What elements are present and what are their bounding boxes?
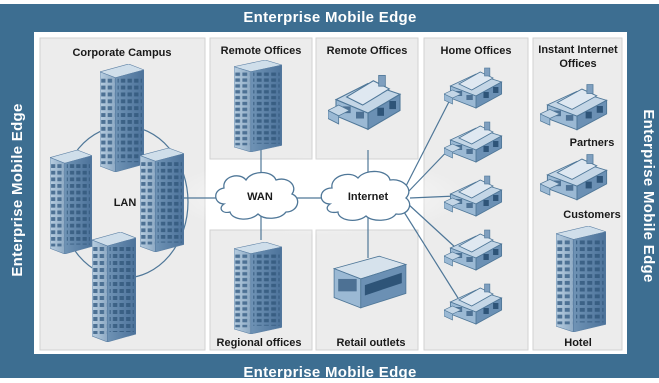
internet-cloud: Internet [320, 170, 411, 222]
panel-title-home-offices: Home Offices [441, 45, 512, 57]
panel-title-corporate-campus: Corporate Campus [72, 47, 171, 59]
band-label-bottom: Enterprise Mobile Edge [243, 364, 416, 378]
campus-tower-top [100, 64, 144, 172]
band-label-left: Enterprise Mobile Edge [9, 103, 26, 276]
panel-title-remote-offices-2: Remote Offices [327, 45, 408, 57]
wan-label: WAN [247, 191, 273, 203]
regional-office-tower [234, 242, 282, 334]
panel-title-regional-offices: Regional offices [217, 337, 302, 349]
panel-title-remote-offices-1: Remote Offices [221, 45, 302, 57]
band-label-top: Enterprise Mobile Edge [243, 9, 416, 26]
band-label-right: Enterprise Mobile Edge [640, 109, 657, 282]
wan-cloud: WAN [215, 171, 299, 220]
internet-label: Internet [348, 191, 389, 203]
lan-label: LAN [114, 197, 137, 209]
customers-label: Customers [563, 209, 620, 221]
campus-tower-right [140, 148, 184, 252]
campus-tower-left [50, 150, 92, 254]
partners-label: Partners [570, 137, 615, 149]
connectivity-glow [168, 156, 468, 236]
campus-tower-bottom [92, 232, 136, 342]
panel-title-instant-internet-line2: Offices [559, 58, 596, 70]
hotel-tower [556, 226, 606, 332]
panel-title-retail-outlets: Retail outlets [336, 337, 405, 349]
remote-office-tower [234, 60, 282, 152]
connection-lines [184, 87, 459, 299]
panel-title-instant-internet: Instant Internet [538, 44, 618, 56]
hotel-label: Hotel [564, 337, 592, 349]
